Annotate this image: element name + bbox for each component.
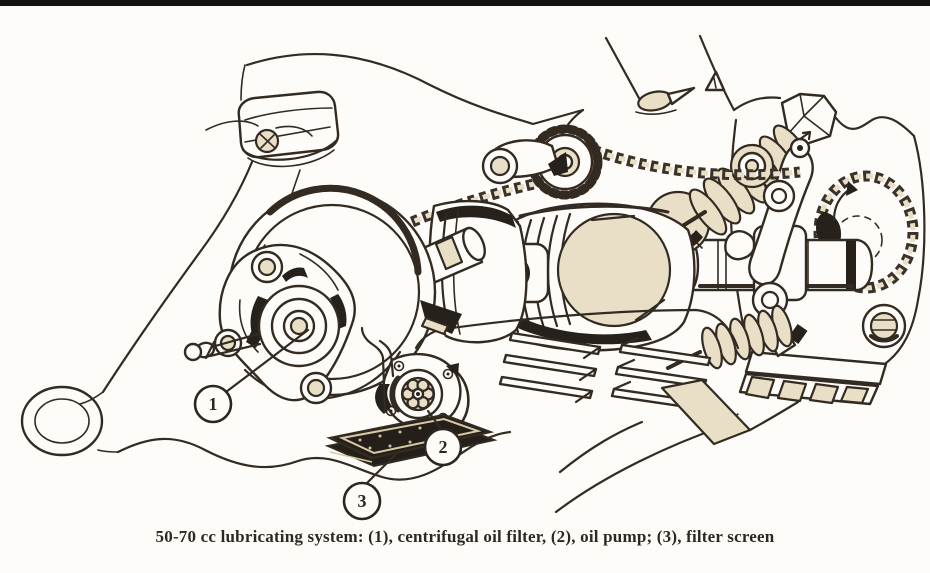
oil-passage-band [660,378,752,446]
pump-pipe [360,326,395,414]
callout-1-circle [193,384,233,424]
callout-2-number: 2 [439,437,448,457]
callouts: 1 2 3 [193,328,463,521]
callout-3-leader [365,450,400,485]
lower-valve-spring [701,304,793,370]
head-right-edge [884,134,926,365]
oil-pump [360,326,470,440]
rocker-arm-upper [748,144,814,286]
filter-screen [324,413,498,468]
callout-2-circle [423,427,463,467]
scan-artifact-top-bar [0,0,930,6]
oil-flow-arrows [414,300,800,446]
crankcase-left [20,52,585,481]
callout-3-number: 3 [358,491,367,511]
callout-1-number: 1 [209,394,218,414]
callout-3-circle [342,481,382,521]
case-boss [20,385,104,457]
case-dome-line [245,52,585,126]
figure-caption: 50-70 cc lubricating system: (1), centri… [155,527,775,546]
cam-chain-and-sprocket [409,124,801,228]
cylinder-head-right [604,34,926,406]
callout-2-leader [426,409,443,431]
callout-1-leader [224,328,310,394]
cam-lobe [724,229,756,261]
piston-crown [556,212,672,328]
head-plug [637,90,673,112]
cylinder-piston [490,202,696,352]
cooling-fins [738,350,888,406]
stub-pin [183,342,203,362]
